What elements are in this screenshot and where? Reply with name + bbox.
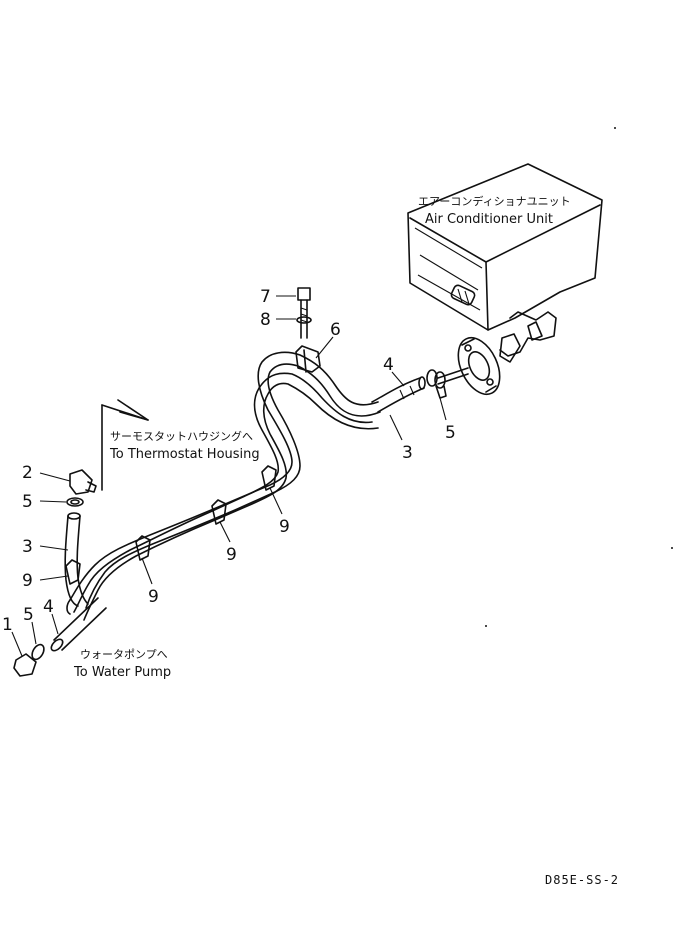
part-number-5-left: 5	[22, 492, 33, 512]
hose-clamp-right	[426, 369, 447, 399]
thermostat-arrow	[101, 399, 149, 491]
hose-4-lower	[50, 597, 107, 652]
thermostat-label-en: To Thermostat Housing	[109, 447, 260, 462]
thermostat-label-jp: サーモスタットハウジングへ	[110, 429, 253, 443]
part-number-5-right: 5	[445, 423, 456, 443]
part-number-5-bottom: 5	[23, 605, 34, 625]
part-number-8: 8	[260, 310, 271, 330]
hose-clamp-left	[66, 497, 84, 507]
part-number-4-right: 4	[383, 355, 394, 375]
hose-3-left	[64, 512, 89, 607]
elbow-fitting-2	[69, 469, 97, 495]
elbow-fitting-1	[13, 653, 37, 677]
part-number-3-left: 3	[22, 537, 33, 557]
part-number-7: 7	[260, 287, 271, 307]
water-pump-label-en: To Water Pump	[73, 665, 171, 680]
stray-dot	[614, 127, 616, 129]
drawing-code: D85E-SS-2	[545, 873, 619, 887]
part-number-1: 1	[2, 615, 13, 635]
part-number-9-a: 9	[148, 587, 159, 607]
part-number-3-right: 3	[402, 443, 413, 463]
pipe-clamps-9	[65, 465, 277, 585]
stray-dot	[485, 625, 487, 627]
pipe-assembly	[66, 351, 381, 621]
part-number-9-left: 9	[22, 571, 33, 591]
part-number-2: 2	[22, 463, 33, 483]
ac-unit-label-en: Air Conditioner Unit	[425, 212, 553, 227]
part-number-9-c: 9	[279, 517, 290, 537]
stray-dot	[671, 547, 673, 549]
water-pump-label-jp: ウォータポンプへ	[80, 648, 168, 661]
hose-clamp-bottom	[31, 643, 45, 661]
part-number-6: 6	[330, 320, 341, 340]
hose-4-upper	[371, 376, 426, 413]
part-number-9-b: 9	[226, 545, 237, 565]
leader-lines	[11, 295, 447, 657]
air-conditioner-unit	[407, 163, 603, 363]
ac-unit-label-jp: エアーコンディショナユニット	[418, 194, 571, 208]
pipe-clamp-top	[295, 287, 321, 373]
unit-flange	[437, 336, 501, 396]
part-number-4-bottom: 4	[43, 597, 54, 617]
